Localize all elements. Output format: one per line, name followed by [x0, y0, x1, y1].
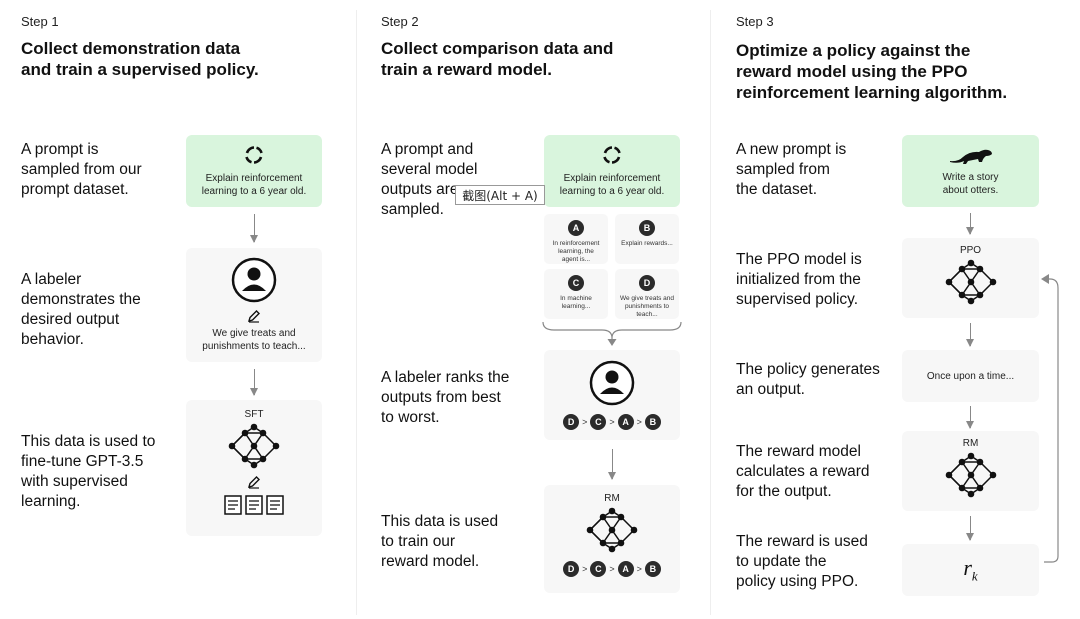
output-badge: D — [639, 275, 655, 291]
divider-1 — [356, 10, 357, 615]
step2-rank-card: D> C> A> B — [544, 350, 680, 440]
pencil-icon — [247, 310, 260, 323]
rm-model-label: RM — [604, 493, 620, 504]
outputs-bracket — [542, 321, 682, 346]
sft-model-label: SFT — [244, 409, 264, 420]
step2-rm-card: RM D> C> A> B — [544, 485, 680, 593]
refresh-cycle-icon — [603, 146, 621, 164]
step3-label: Step 3 — [736, 14, 774, 29]
screenshot-tooltip: 截图(Alt + A) — [455, 185, 545, 205]
divider-2 — [710, 10, 711, 615]
step1-arrow-2 — [250, 369, 258, 396]
step1-sft-card: SFT — [186, 400, 322, 536]
step3-output-card: Once upon a time... — [902, 350, 1039, 402]
policy-output-text: Once upon a time... — [926, 370, 1015, 382]
otter-icon — [949, 149, 992, 164]
step3-title-line1: Optimize a policy against the — [736, 41, 971, 60]
neural-network-icon — [228, 423, 280, 469]
output-badge: C — [568, 275, 584, 291]
ranking-sequence: D> C> A> B — [563, 414, 661, 430]
step1-title: Collect demonstration data and train a s… — [21, 38, 259, 80]
step3-ppo-card: PPO — [902, 238, 1039, 318]
reward-symbol: rk — [963, 555, 978, 584]
step3-title: Optimize a policy against the reward mod… — [736, 40, 1007, 103]
document-stack — [224, 495, 284, 515]
document-icon — [224, 495, 242, 515]
rm-model-label: RM — [962, 438, 979, 449]
labeler-avatar-icon — [231, 257, 277, 303]
output-badge: A — [568, 220, 584, 236]
neural-network-icon — [945, 259, 996, 305]
neural-network-icon — [586, 507, 638, 553]
pencil-icon — [247, 476, 260, 489]
step3-arrow-2 — [966, 323, 974, 347]
step2-label: Step 2 — [381, 14, 419, 29]
step3-arrow-4 — [966, 516, 974, 541]
step3-title-line3: reinforcement learning algorithm. — [736, 83, 1008, 102]
step1-label: Step 1 — [21, 14, 59, 29]
output-badge: B — [639, 220, 655, 236]
feedback-loop-arrow — [1041, 274, 1059, 563]
step1-title-line2: and train a supervised policy. — [21, 60, 259, 79]
step3-title-line2: reward model using the PPO — [736, 62, 968, 81]
step2-title: Collect comparison data and train a rewa… — [381, 38, 613, 80]
step2-arrow-2 — [608, 449, 616, 480]
output-card-b: B Explain rewards... — [615, 214, 679, 264]
step2-title-line1: Collect comparison data and — [381, 39, 614, 58]
ranking-sequence: D> C> A> B — [563, 561, 661, 577]
labeler-avatar-icon — [589, 360, 635, 406]
refresh-cycle-icon — [245, 146, 263, 164]
step3-arrow-1 — [966, 213, 974, 235]
step2-title-line2: train a reward model. — [381, 60, 552, 79]
ppo-model-label: PPO — [959, 245, 982, 256]
step1-title-line1: Collect demonstration data — [21, 39, 241, 58]
step3-arrow-3 — [966, 406, 974, 429]
step1-arrow-1 — [250, 214, 258, 243]
step3-rm-card: RM — [902, 431, 1039, 511]
document-icon — [245, 495, 263, 515]
step3-reward-card: rk — [902, 544, 1039, 596]
neural-network-icon — [945, 452, 996, 498]
document-icon — [266, 495, 284, 515]
